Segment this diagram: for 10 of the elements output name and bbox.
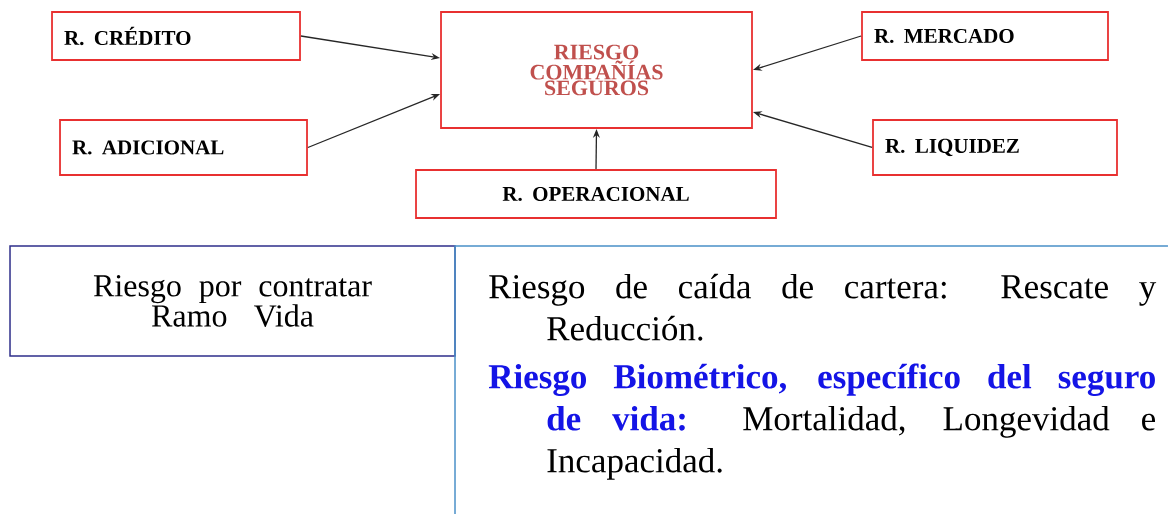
text-panel [454,245,1168,514]
title-box: RIESGO COMPAÑÍAS SEGUROS [440,11,753,129]
category-box: Riesgo por contratar Ramo Vida [9,245,456,357]
risk-box: R. LIQUIDEZ [872,119,1118,176]
list-item: Riesgo de caída de cartera: Rescate y Reducción. [489,273,1157,341]
risk-box: R. OPERACIONAL [415,169,777,219]
list-item: Riesgo Biométrico, específico del seguro de vida: Mortalidad, Longevidad e Incapacidad. [488,363,1155,480]
risk-box: R. CRÉDITO [51,11,301,61]
risk-box: R. MERCADO [861,11,1109,61]
risk-box: R. ADICIONAL [59,119,308,176]
